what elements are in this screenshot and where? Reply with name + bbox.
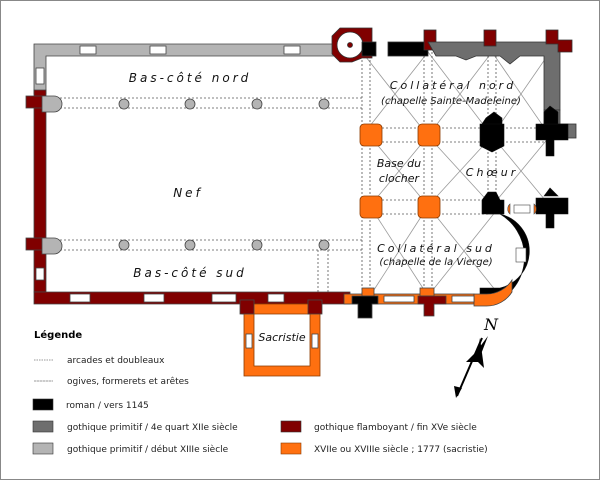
legend-line-ogives: ogives, formerets et arêtes (67, 376, 189, 387)
legend-swatch-gothique-4e (32, 420, 54, 433)
sacristie-walls (239, 299, 323, 377)
label-collateral-nord-sub: (chapelle Sainte-Madeleine) (381, 96, 521, 107)
legend-swatch-gothique-debut (32, 442, 54, 455)
apse-wall (479, 213, 530, 301)
romanesque-walls (361, 29, 437, 57)
legend-label-flamboyant: gothique flamboyant / fin XVe siècle (314, 422, 477, 433)
label-choeur: Chœur (466, 166, 518, 179)
south-chapel-walls (343, 278, 513, 319)
label-bas-cote-nord: Bas-côté nord (129, 71, 252, 85)
label-collateral-sud-sub: (chapelle de la Vierge) (379, 257, 492, 268)
label-collateral-sud: Collatéral sud (377, 242, 495, 255)
label-base-clocher-1: Base du (377, 157, 421, 170)
west-wall (25, 89, 47, 293)
legend-line-arcades: arcades et doubleaux (67, 356, 165, 366)
label-base-clocher-2: clocher (379, 172, 421, 185)
label-bas-cote-sud: Bas-côté sud (133, 266, 246, 280)
legend-label-xviie: XVIIe ou XVIIIe siècle ; 1777 (sacristie… (314, 444, 488, 455)
north-arrow-label: N (483, 315, 499, 334)
legend-title: Légende (34, 329, 82, 341)
legend-label-roman: roman / vers 1145 (66, 401, 149, 411)
label-nef: Nef (173, 186, 203, 200)
choir-piers (479, 105, 569, 229)
choir-south-window (507, 203, 537, 215)
tower-piers (359, 123, 441, 219)
legend-label-gothique-4e: gothique primitif / 4e quart XIIe siècle (67, 422, 238, 433)
north-arrow-icon: N (454, 315, 499, 398)
label-collateral-nord: Collatéral nord (390, 79, 516, 92)
nave-piers (41, 95, 330, 255)
legend-swatch-flamboyant (280, 420, 302, 433)
label-sacristie: Sacristie (258, 331, 305, 344)
legend-swatch-xviie (280, 442, 302, 455)
apse-window (515, 247, 527, 263)
legend-label-gothique-debut: gothique primitif / début XIIIe siècle (67, 444, 229, 455)
legend-swatch-roman (32, 398, 54, 411)
legend: Légende arcades et doubleaux ogives, for… (32, 329, 488, 455)
stair-turret (331, 27, 373, 63)
north-wall (33, 43, 337, 95)
